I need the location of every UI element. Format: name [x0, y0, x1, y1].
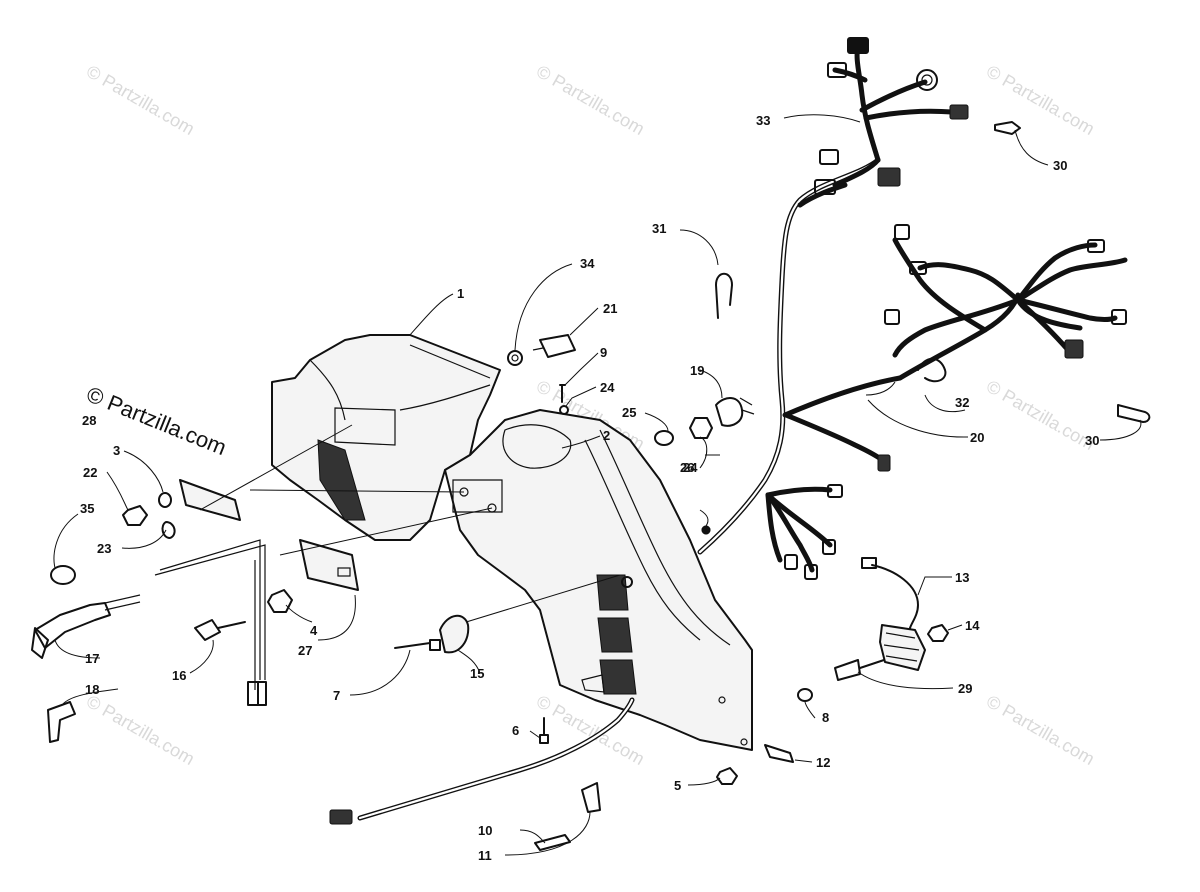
decal-plate	[179, 479, 241, 521]
callout-21: 21	[603, 301, 617, 316]
nut-14	[927, 624, 949, 642]
callout-24-lower: 24	[683, 460, 698, 475]
callout-26: 26	[680, 460, 694, 475]
cap-23	[161, 521, 176, 539]
callout-16: 16	[172, 668, 186, 683]
console-body	[271, 334, 753, 751]
callout-30-top: 30	[1053, 158, 1067, 173]
cable-tie	[917, 357, 947, 383]
plate-15	[439, 614, 470, 654]
watermark-text: © Partzilla.com	[983, 691, 1098, 769]
lever-18	[47, 701, 76, 743]
callout-14: 14	[965, 618, 980, 633]
callout-30-right: 30	[1085, 433, 1099, 448]
watermark-text: © Partzilla.com	[83, 691, 198, 769]
callout-10: 10	[478, 823, 492, 838]
wire-13	[871, 564, 919, 629]
watermark-text: © Partzilla.com	[533, 61, 648, 139]
key-switch-19	[715, 397, 744, 427]
screw-6	[539, 717, 549, 744]
callout-20: 20	[970, 430, 984, 445]
ring-25	[654, 430, 674, 446]
wiring-harness	[697, 37, 1128, 580]
callout-32: 32	[955, 395, 969, 410]
leader-lines	[53, 114, 1142, 856]
callout-25: 25	[622, 405, 636, 420]
callout-29: 29	[958, 681, 972, 696]
bracket-11	[581, 782, 601, 813]
nut-26	[689, 417, 713, 439]
grommet-34	[507, 350, 523, 366]
callout-15: 15	[470, 666, 484, 681]
callout-18: 18	[85, 682, 99, 697]
callout-23: 23	[97, 541, 111, 556]
watermark-text: © Partzilla.com	[983, 376, 1098, 454]
nut-22	[122, 505, 148, 526]
key-16	[194, 619, 221, 641]
nut-5	[716, 767, 738, 785]
screw-10	[534, 834, 571, 851]
harness-connectors	[784, 37, 1127, 580]
callout-labels: 1 2 3 4 5 6 7 8 9 10 11 12 13 14 15 16 1…	[80, 113, 1099, 863]
callout-11: 11	[478, 848, 492, 863]
callout-31: 31	[652, 221, 666, 236]
watermark-text: © Partzilla.com	[983, 61, 1098, 139]
callout-6: 6	[512, 723, 519, 738]
choke-cable	[154, 539, 266, 690]
nut-24-top	[559, 405, 569, 415]
callout-28: 28	[82, 413, 96, 428]
front-plate	[299, 539, 359, 591]
washer-3	[158, 492, 172, 508]
watermark-main: © Partzilla.com	[83, 381, 230, 460]
callout-34: 34	[580, 256, 595, 271]
washer-8	[797, 688, 813, 702]
callout-9: 9	[600, 345, 607, 360]
callout-7: 7	[333, 688, 340, 703]
bolt-29	[834, 659, 885, 681]
callout-24-top: 24	[600, 380, 615, 395]
callout-35: 35	[80, 501, 94, 516]
callout-13: 13	[955, 570, 969, 585]
terminal-30-top	[994, 121, 1021, 135]
callout-33: 33	[756, 113, 770, 128]
screw-7	[394, 642, 431, 649]
callout-17: 17	[85, 651, 99, 666]
callout-22: 22	[83, 465, 97, 480]
screw-9	[559, 384, 566, 403]
bolt-12	[764, 744, 794, 763]
ground-cable	[357, 697, 635, 821]
nut-4	[267, 589, 293, 613]
ignition-switch-17	[34, 602, 111, 649]
wire-clip	[715, 272, 733, 319]
switch-21	[539, 334, 576, 358]
callout-12: 12	[816, 755, 830, 770]
cable-connector	[329, 809, 353, 825]
grommet-35	[50, 565, 76, 585]
callout-8: 8	[822, 710, 829, 725]
callout-19: 19	[690, 363, 704, 378]
callout-1: 1	[457, 286, 464, 301]
callout-3: 3	[113, 443, 120, 458]
terminal-30-right	[1117, 404, 1151, 423]
watermark-text: © Partzilla.com	[83, 61, 198, 139]
callout-27: 27	[298, 643, 312, 658]
callout-2: 2	[603, 428, 610, 443]
nut-24-lower	[701, 525, 711, 535]
callout-5: 5	[674, 778, 681, 793]
callout-4: 4	[310, 623, 318, 638]
